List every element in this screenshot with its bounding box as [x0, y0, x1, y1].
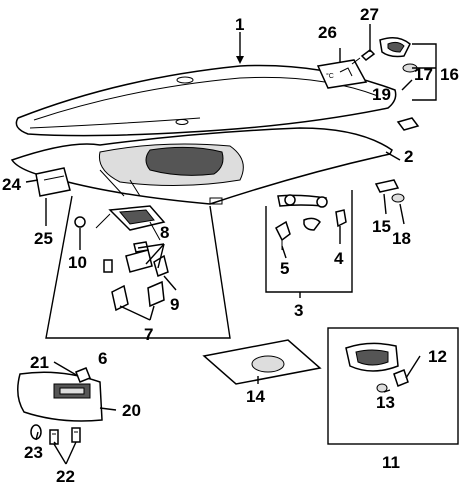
- callout-9: 9: [170, 295, 179, 314]
- callout-20: 20: [122, 401, 141, 420]
- callout-24: 24: [2, 175, 21, 194]
- callout-27: 27: [360, 5, 379, 24]
- part-26-label-plate: °C: [316, 59, 368, 89]
- callout-21: 21: [30, 353, 49, 372]
- callout-18: 18: [392, 229, 411, 248]
- part-24-trim: [35, 167, 71, 197]
- part-20-sunvisor: [17, 371, 103, 422]
- callout-22: 22: [56, 467, 75, 486]
- callout-8: 8: [160, 223, 169, 242]
- callout-19: 19: [372, 85, 391, 104]
- callout-6: 6: [98, 349, 107, 368]
- part-18-clip: [391, 193, 405, 203]
- callout-7: 7: [144, 325, 153, 344]
- callout-26: 26: [318, 23, 337, 42]
- part-27-screw: [351, 49, 376, 65]
- callout-12: 12: [428, 347, 447, 366]
- callout-2: 2: [404, 147, 413, 166]
- group-6-box: [45, 195, 231, 339]
- part-23-bulb: [30, 424, 42, 440]
- svg-text:°C: °C: [326, 72, 334, 80]
- callout-labels: 1 2 3 4 5 6 7 8 9 10 11 12 13 14 15 16 1…: [2, 5, 459, 486]
- callout-25: 25: [34, 229, 53, 248]
- callout-13: 13: [376, 393, 395, 412]
- part-19-lens: [396, 117, 420, 131]
- callout-5: 5: [280, 259, 289, 278]
- group-11-parts: [345, 342, 409, 393]
- group-6-parts: [74, 205, 169, 312]
- callout-1: 1: [235, 15, 244, 34]
- part-21-clip: [75, 367, 91, 383]
- group-3-parts: [275, 194, 347, 250]
- headliner-panel: [10, 127, 393, 205]
- part-15-clip: [374, 179, 400, 193]
- group-3-box: [265, 190, 353, 293]
- group-11-box: [327, 327, 459, 445]
- callout-17: 17: [414, 65, 433, 84]
- leader-lines: [25, 24, 437, 465]
- callout-10: 10: [68, 253, 87, 272]
- part-17-map-light: [379, 37, 418, 73]
- callout-11: 11: [382, 453, 400, 472]
- callout-14: 14: [246, 387, 265, 406]
- part-14-pad: [202, 339, 322, 385]
- callout-3: 3: [294, 301, 303, 320]
- callout-16: 16: [440, 65, 459, 84]
- callout-4: 4: [334, 249, 344, 268]
- callout-15: 15: [372, 217, 391, 236]
- callout-23: 23: [24, 443, 43, 462]
